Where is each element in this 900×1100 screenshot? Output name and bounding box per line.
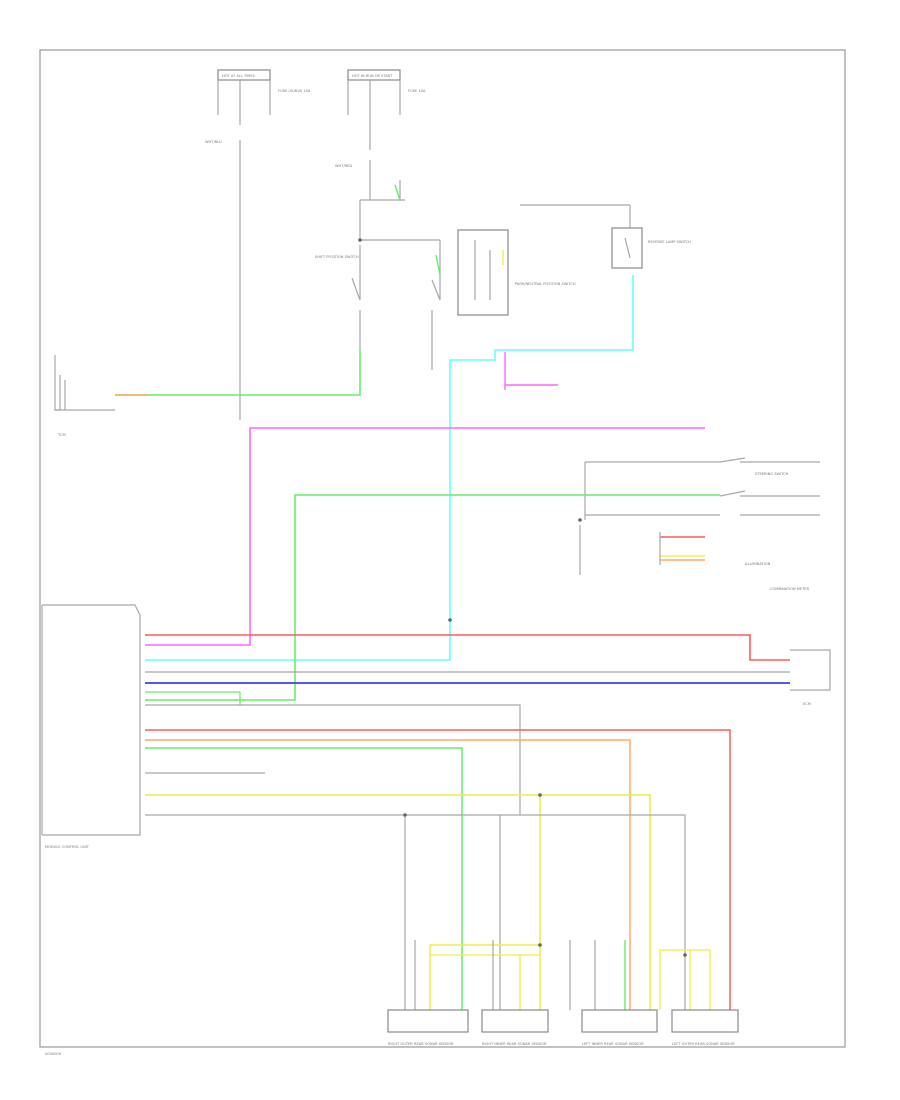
sensor-3-label: LEFT INNER REAR SONAR SENSOR [582,1042,644,1046]
ecm-label: ECM [803,702,811,706]
junction-dot [683,953,687,957]
illumination-label: ILLUMINATION [745,562,771,566]
reverse-lamp-switch: REVERSE LAMP SWITCH [520,204,691,269]
steering-label: STEERING SWITCH [755,472,789,476]
fuse-wire-right: WHT/RED [335,164,352,168]
sensor-1: RIGHT OUTER REAR SONAR SENSOR [387,1009,469,1046]
wire-red-lower [145,729,731,1010]
wire-yel [145,794,651,1010]
fuse-header-left: HOT AT ALL TIMES [222,74,256,78]
sensor-4: LEFT OUTER REAR SONAR SENSOR [671,1009,739,1046]
fuse-block-left: FUSE (SUB-B) 15A HOT AT ALL TIMES WHT/BL… [205,69,311,420]
shift-switch-group: SHIFT POSITION SWITCH [315,180,440,350]
diagram-id: 0000000 [45,1052,62,1056]
shift-switch-label: SHIFT POSITION SWITCH [315,255,359,259]
junction-dot [403,813,407,817]
wire-red [145,634,790,661]
reverse-lamp-label: REVERSE LAMP SWITCH [648,240,691,244]
sensor-1-label: RIGHT OUTER REAR SONAR SENSOR [388,1042,454,1046]
wire-grn-lower [145,747,463,1010]
park-neutral-switch: PARK/NEUTRAL POSITION SWITCH [431,229,576,370]
fuse-label-left: FUSE (SUB-B) 15A [278,89,311,93]
junction-dot [358,238,362,242]
junction-dot [578,518,582,522]
wire-grn-tcm [115,350,361,396]
tcm-label: TCM [57,433,66,437]
fuse-label-right: FUSE 10A [408,89,426,93]
wire-pnk [145,427,705,646]
sensor-4-label: LEFT OUTER REAR SONAR SENSOR [672,1042,735,1046]
junction-dot [448,618,452,622]
combination-meter-label: COMBINATION METER [770,587,810,591]
wire-lt-blu-upper [145,275,634,661]
sensor-2: RIGHT INNER REAR SONAR SENSOR [481,1009,549,1046]
tcm-box: TCM [54,355,115,437]
sensor-3: LEFT INNER REAR SONAR SENSOR [581,1009,658,1046]
fuse-wire-left: WHT/BLU [205,140,222,144]
sensor-2-label: RIGHT INNER REAR SONAR SENSOR [482,1042,547,1046]
fuse-header-right: HOT IN RUN OR START [352,74,393,78]
wire-grn-bus [145,494,720,701]
diagram-border [39,49,846,1048]
fuse-block-right: FUSE 10A HOT IN RUN OR START WHT/RED [335,69,426,200]
pn-switch-label: PARK/NEUTRAL POSITION SWITCH [515,282,576,286]
wire-orn-lower [145,739,631,1010]
junction-dot [538,943,542,947]
junction-dot [538,793,542,797]
module-label: MODULE CONTROL UNIT [45,845,90,849]
module-control-unit: MODULE CONTROL UNIT [41,604,141,849]
